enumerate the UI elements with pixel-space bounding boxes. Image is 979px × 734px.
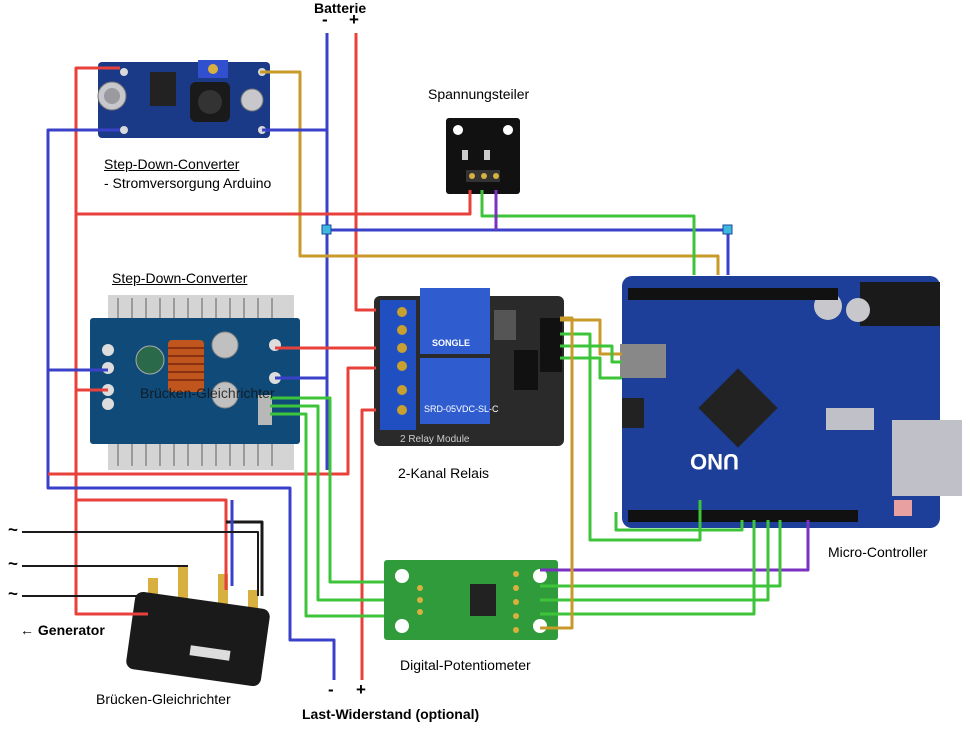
ac-symbol-2: ~ bbox=[8, 554, 18, 573]
load-minus-symbol: - bbox=[328, 680, 334, 699]
digital-potentiometer-module bbox=[384, 560, 558, 640]
step-down-converter-large bbox=[90, 295, 300, 470]
overlap-bridge-text: Brücken-Gleichrichter bbox=[140, 385, 275, 401]
step-down-1-sublabel: - Stromversorgung Arduino bbox=[104, 175, 272, 191]
relay-spec: SRD-05VDC-SL-C bbox=[424, 404, 499, 414]
junction-right bbox=[722, 224, 733, 235]
voltage-divider-module bbox=[446, 118, 520, 194]
generator-label: ← Generator bbox=[20, 622, 105, 638]
arduino-uno-board bbox=[620, 276, 962, 528]
relay-module bbox=[374, 288, 564, 446]
relay-brand-1: SONGLE bbox=[432, 338, 471, 348]
load-plus-symbol: + bbox=[356, 680, 366, 699]
uno-logo: UNO bbox=[690, 449, 739, 474]
junction-left bbox=[321, 224, 332, 235]
bridge-rectifier bbox=[126, 566, 270, 687]
step-down-converter-arduino bbox=[97, 60, 270, 138]
ac-symbol-3: ~ bbox=[8, 584, 18, 603]
relay-silk-label: 2 Relay Module bbox=[400, 434, 470, 445]
battery-label: Batterie bbox=[314, 0, 367, 16]
step-down-1-label: Step-Down-Converter bbox=[104, 156, 240, 172]
digipot-label: Digital-Potentiometer bbox=[400, 657, 531, 673]
relay-label: 2-Kanal Relais bbox=[398, 465, 490, 481]
voltage-divider-label: Spannungsteiler bbox=[428, 86, 530, 102]
load-resistor-label: Last-Widerstand (optional) bbox=[302, 706, 480, 722]
bridge-rectifier-label: Brücken-Gleichrichter bbox=[96, 691, 231, 707]
step-down-2-label: Step-Down-Converter bbox=[112, 270, 248, 286]
battery-plus-symbol: + bbox=[349, 10, 359, 29]
microcontroller-label: Micro-Controller bbox=[828, 544, 928, 560]
ac-symbol-1: ~ bbox=[8, 520, 18, 539]
battery-minus-symbol: - bbox=[322, 10, 328, 29]
